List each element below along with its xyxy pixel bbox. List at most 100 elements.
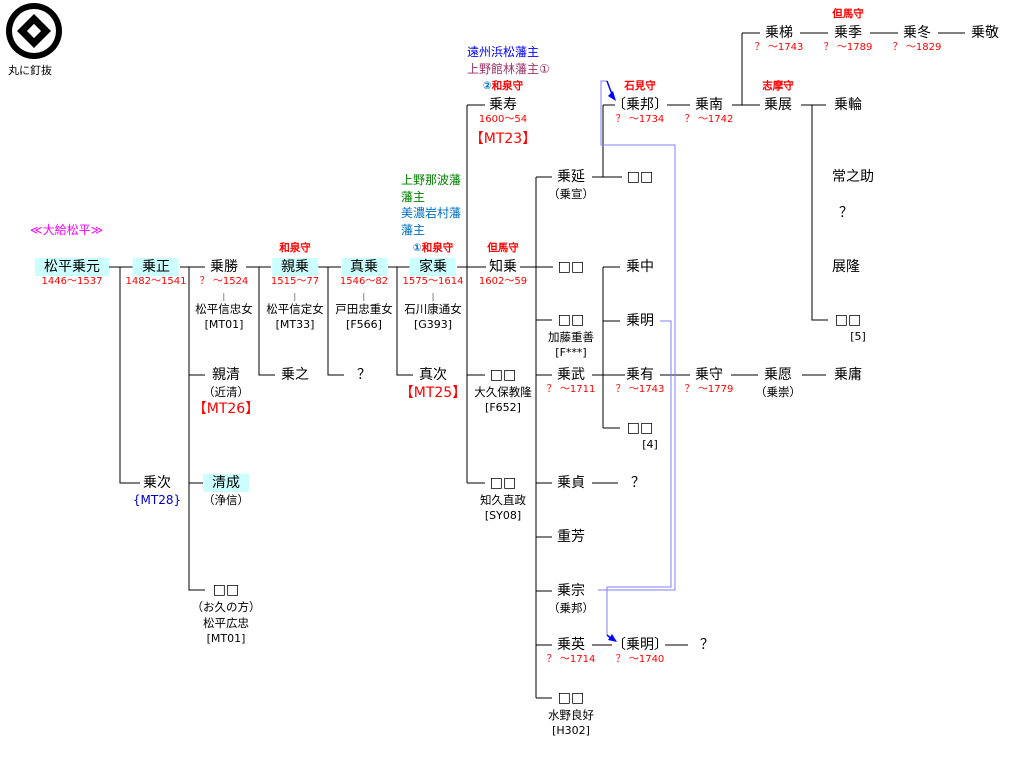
person-name[interactable]: 乗輪 [834,97,862,113]
person-node: 乗延（乗宣） [548,168,594,202]
connector [457,104,486,484]
reference[interactable]: [SY08] [484,509,522,522]
person-name[interactable]: 親清 [211,367,240,383]
spouse-tick [294,293,296,301]
alias: （近清） [202,385,249,399]
person-name[interactable]: □□ [557,312,585,328]
person-node: ？ [629,474,647,492]
reference-link[interactable]: 【MT25】 [399,385,467,401]
reference[interactable]: [F566] [346,318,382,331]
person-name[interactable]: 親乗 [272,258,318,276]
person-name[interactable]: 〔乗明〕 [612,637,668,653]
person-name[interactable]: □□ [557,259,585,275]
person-name[interactable]: 乗勝 [210,259,238,275]
spouse-tick [432,293,434,301]
person-node: □□加藤重善[F***] [548,311,594,361]
connector [318,266,344,376]
person-name[interactable]: 乗守 [694,367,723,383]
person-name[interactable]: 真乗 [341,258,387,276]
person-name[interactable]: 乗敬 [971,25,999,41]
person-name[interactable]: 知乗 [489,259,517,275]
person-node: 乗次 {MT28} [133,474,181,508]
reference[interactable]: [MT01] [206,632,246,645]
life-dates: ？ 〜1740 [615,654,665,665]
person-name[interactable]: 乗寿 [488,97,517,113]
life-dates: 1546〜82 [339,276,389,287]
official-title: ①和泉守 [412,242,454,254]
person-node: 乗輪 [832,96,864,114]
person-name: ？ [700,637,714,653]
person-name[interactable]: 乗明 [626,313,654,329]
adoption-arrow-line [598,80,676,591]
person-name[interactable]: 清成 [203,474,249,492]
spouse-tick [363,293,365,301]
person-name[interactable]: 乗貞 [557,475,585,491]
reference[interactable]: [F***] [555,346,587,359]
alias: （お久の方） [191,600,261,614]
person-name[interactable]: 展隆 [832,259,860,275]
reference[interactable]: [4] [642,438,658,451]
reference-link[interactable]: 【MT23】 [469,131,537,147]
life-dates: ？ 〜1829 [892,42,942,53]
connector [388,266,413,376]
person-name[interactable]: 乗季 [833,25,862,41]
arrowhead-icon [608,91,616,101]
person-name[interactable]: 乗冬 [902,25,931,41]
spouse: 知久直政 [480,493,526,507]
person-name[interactable]: 家乗 [410,258,456,276]
person-name[interactable]: 乗武 [556,367,585,383]
person-name: ？ [631,475,645,491]
person-name[interactable]: 乗南 [694,97,723,113]
reference[interactable]: [MT33] [275,318,315,331]
person-name[interactable]: 乗次 [142,475,171,491]
reference[interactable]: [G393] [413,318,453,331]
reference-link[interactable]: 【MT26】 [192,401,260,417]
person-name[interactable]: □□ [489,475,517,491]
connector [592,104,622,178]
person-name[interactable]: 乗延 [557,169,585,185]
person-name[interactable]: 乗展 [764,97,792,113]
person-name: ？ [357,367,371,383]
person-node: 乗中 [624,258,656,276]
person-name[interactable]: □□ [212,582,240,598]
person-name[interactable]: 乗正 [133,258,179,276]
person-name[interactable]: 重芳 [557,529,585,545]
person-name[interactable]: □□ [834,312,862,328]
reference[interactable]: [5] [850,330,866,343]
life-dates: ？ 〜1742 [684,114,734,125]
person-name[interactable]: 乗中 [626,259,654,275]
person-name[interactable]: 乗英 [556,637,585,653]
reference[interactable]: [F652] [485,401,521,414]
person-name[interactable]: 真次 [418,367,447,383]
person-name[interactable]: 乗宗 [557,583,585,599]
person-node: □□ 知久直政 [SY08] [480,474,526,524]
person-name[interactable]: □□ [489,367,517,383]
connector [106,266,140,484]
person-name[interactable]: 乗梯 [764,25,793,41]
person-name[interactable]: 乗庸 [834,367,862,383]
connector [667,32,760,106]
reference[interactable]: [MT01] [204,318,244,331]
reference-link[interactable]: {MT28} [132,493,182,507]
person-node: ？ [355,366,373,384]
life-dates: 1602〜59 [478,276,528,287]
person-name[interactable]: 乗有 [625,367,654,383]
person-name[interactable]: 〔乗邦〕 [612,97,668,113]
person-name[interactable]: 乗愿 [764,367,792,383]
person-name[interactable]: □□ [626,420,654,436]
person-node: 乗敬 [969,24,1001,42]
life-dates: 1600〜54 [478,114,528,125]
spouse: 戸田忠重女 [335,302,393,316]
person-name[interactable]: □□ [626,169,654,185]
life-dates: ？ 〜1524 [199,276,249,287]
person-name[interactable]: 常之助 [832,169,874,185]
person-name[interactable]: □□ [557,690,585,706]
connector [246,266,275,376]
person-name[interactable]: 松平乗元 [35,258,109,276]
reference[interactable]: [H302] [552,724,590,737]
person-name[interactable]: 乗之 [281,367,309,383]
